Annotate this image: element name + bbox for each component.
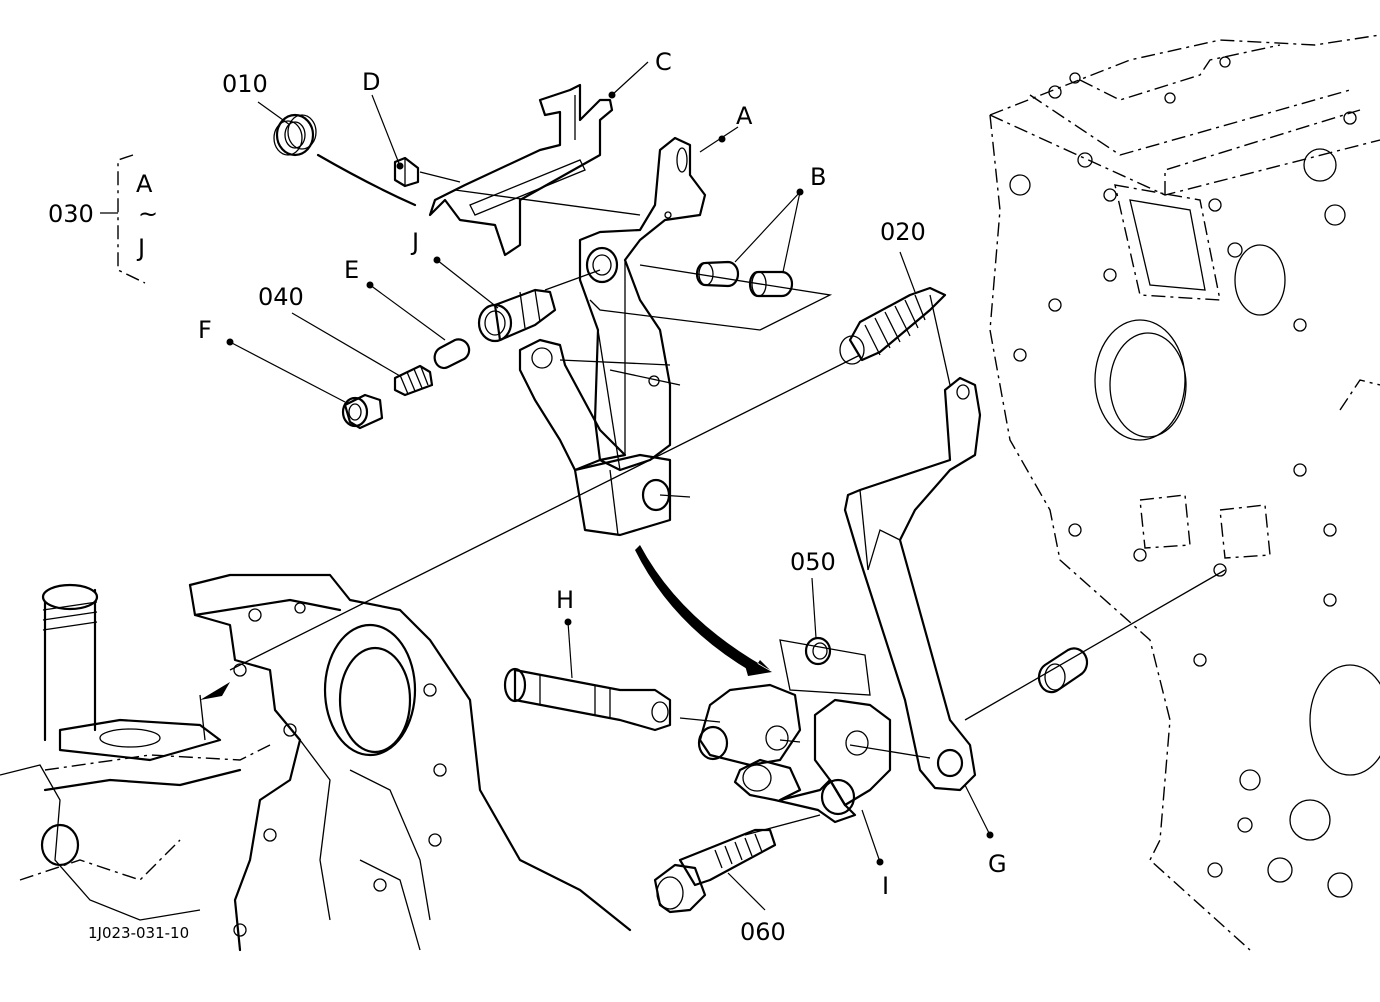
gear-case bbox=[0, 573, 632, 952]
label-range-sep: ~ bbox=[138, 200, 158, 228]
bracket-i bbox=[697, 683, 892, 824]
arrow-case-opening bbox=[200, 682, 230, 700]
snap-ring-050 bbox=[804, 636, 832, 666]
arrow-010 bbox=[316, 153, 417, 207]
label-050: 050 bbox=[790, 548, 836, 576]
engine-block bbox=[989, 34, 1380, 951]
pin-h bbox=[503, 667, 672, 732]
spring-020 bbox=[839, 286, 947, 365]
label-020: 020 bbox=[880, 218, 926, 246]
label-c: C bbox=[655, 48, 672, 76]
label-e: E bbox=[344, 256, 359, 284]
label-a: A bbox=[736, 102, 753, 130]
figure-code: 1J023-031-10 bbox=[88, 924, 189, 942]
pins-b bbox=[695, 260, 794, 298]
leader-lines bbox=[226, 61, 994, 911]
label-range-end: J bbox=[136, 234, 145, 262]
spring-010 bbox=[273, 113, 317, 157]
plug-f bbox=[341, 393, 384, 430]
label-b: B bbox=[810, 163, 826, 191]
assembly-lines bbox=[199, 171, 1226, 836]
collar-right bbox=[1037, 647, 1089, 694]
label-h: H bbox=[556, 586, 574, 614]
label-d: D bbox=[362, 68, 380, 96]
label-i: I bbox=[882, 872, 889, 900]
lever-a bbox=[518, 136, 707, 537]
label-j: J bbox=[410, 228, 419, 256]
part-labels: 010 D C A B 020 030 A ~ J J E 040 F 050 … bbox=[48, 48, 1007, 946]
collar-j bbox=[477, 288, 557, 343]
bolt-060 bbox=[653, 828, 777, 914]
arrow-pin-to-case bbox=[635, 545, 772, 676]
label-range-start: A bbox=[136, 170, 153, 198]
label-010: 010 bbox=[222, 70, 268, 98]
lever-g bbox=[843, 376, 982, 792]
label-060: 060 bbox=[740, 918, 786, 946]
label-040: 040 bbox=[258, 283, 304, 311]
spring-040 bbox=[393, 364, 434, 397]
label-g: G bbox=[988, 850, 1007, 878]
label-f: F bbox=[198, 316, 212, 344]
label-030: 030 bbox=[48, 200, 94, 228]
lever-c bbox=[428, 83, 614, 257]
screw-d bbox=[393, 156, 420, 188]
range-bracket-030 bbox=[100, 154, 146, 284]
pin-e bbox=[433, 338, 471, 370]
